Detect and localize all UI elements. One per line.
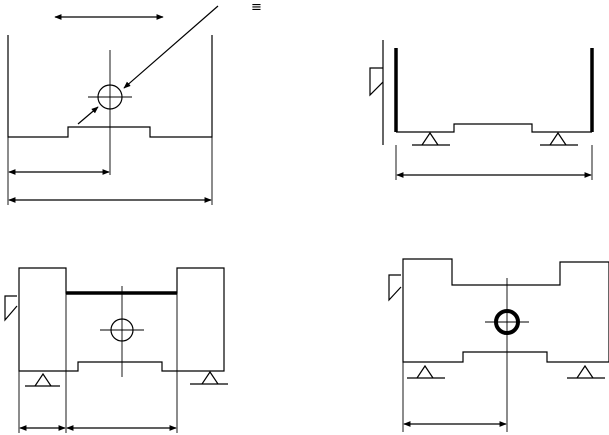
locating-mark xyxy=(388,274,402,302)
support-right xyxy=(549,131,567,146)
leader-line-inner xyxy=(77,106,99,125)
panel-bottom-right xyxy=(388,258,609,432)
part-outline xyxy=(7,35,213,138)
panel-bottom-left xyxy=(4,267,228,433)
part-outline xyxy=(18,267,225,372)
panel-top-right xyxy=(369,40,594,180)
support-right xyxy=(576,364,594,379)
support-left xyxy=(421,131,439,146)
leader-line xyxy=(123,5,219,89)
part-outline xyxy=(402,258,609,363)
support-left xyxy=(416,364,434,379)
part-base xyxy=(396,123,592,133)
support-right xyxy=(201,370,219,385)
panel-top-left xyxy=(7,5,219,205)
locating-mark xyxy=(369,67,384,97)
locating-mark xyxy=(4,295,18,322)
support-left xyxy=(34,372,52,387)
flatness-symbol: ≡ xyxy=(251,0,262,15)
